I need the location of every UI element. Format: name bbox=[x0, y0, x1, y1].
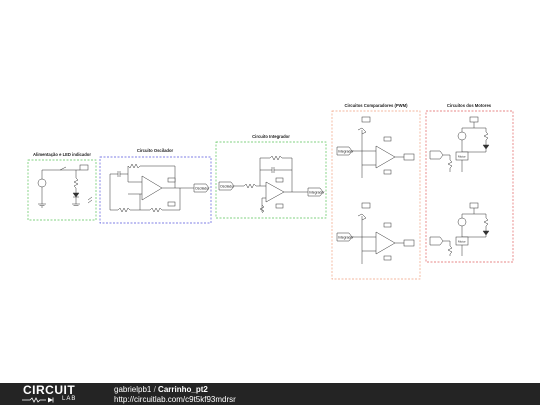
resistor-icon bbox=[483, 214, 489, 231]
motor-2-icon bbox=[457, 217, 467, 227]
section-power-border bbox=[27, 159, 97, 221]
resistor-feedback-icon bbox=[127, 163, 141, 169]
section-motors-title: Circuitos dos Motores bbox=[447, 103, 492, 108]
byline-separator: / bbox=[151, 385, 159, 394]
pwm-in-tag-2 bbox=[429, 236, 444, 246]
integrator-circuit bbox=[218, 155, 324, 214]
opamp-comparator-1 bbox=[375, 145, 396, 169]
resistor-icon bbox=[483, 128, 489, 145]
oscilador-in-label: Oscilador bbox=[220, 185, 235, 189]
battery-source-icon bbox=[37, 178, 47, 188]
project-name[interactable]: Carrinho_pt2 bbox=[158, 385, 208, 394]
potentiometer-icon-2 bbox=[357, 213, 367, 221]
section-oscillator-title: Circuito Oscilador bbox=[137, 148, 174, 153]
output-port-1 bbox=[403, 153, 415, 161]
pwm-in-tag-1 bbox=[429, 150, 444, 160]
circuitlab-logo-sub: LAB bbox=[62, 396, 77, 402]
resistor-icon bbox=[117, 207, 131, 213]
led-motor-2-icon bbox=[482, 230, 490, 236]
comparator-top bbox=[336, 116, 415, 178]
motor-top bbox=[429, 116, 490, 172]
byline: gabrielpb1 / Carrinho_pt2 bbox=[114, 385, 208, 394]
resistor-icon bbox=[243, 183, 257, 189]
opamp-oscillator bbox=[141, 175, 163, 201]
motor-label-2: Motor bbox=[458, 240, 466, 244]
section-power-title: Alimentação e LED indicador bbox=[33, 152, 91, 157]
section-comparators-title: Circuitos Comparadores (PWM) bbox=[344, 103, 408, 108]
vcc-port-motor1 bbox=[469, 116, 479, 123]
oscilador-in-tag bbox=[218, 181, 235, 191]
vcc-port-osc bbox=[167, 177, 176, 183]
section-integrator: Circuito Integrador bbox=[215, 134, 327, 219]
switch-icon bbox=[59, 166, 67, 171]
vcc-port-power bbox=[79, 164, 89, 171]
section-integrator-border bbox=[215, 141, 327, 219]
section-power: Alimentação e LED indicador bbox=[27, 152, 97, 221]
opamp-integrator bbox=[265, 181, 285, 203]
section-oscillator-border bbox=[99, 156, 212, 224]
section-comparators: Circuitos Comparadores (PWM) bbox=[331, 103, 421, 280]
integrador-out-label: Integrador bbox=[309, 191, 325, 195]
motor-bottom bbox=[429, 202, 490, 256]
section-comparators-border bbox=[331, 110, 421, 280]
schematic-canvas: Alimentação e LED indicador Circuito Osc… bbox=[27, 103, 514, 280]
potentiometer-icon-1 bbox=[357, 127, 367, 135]
section-integrator-title: Circuito Integrador bbox=[252, 134, 290, 139]
oscilador-out-label: Oscilador bbox=[195, 187, 210, 191]
motor-label-1: Motor bbox=[458, 155, 466, 159]
resistor-icon bbox=[73, 177, 79, 189]
motor-1-icon bbox=[457, 131, 467, 141]
vcc-port-comp2 bbox=[361, 202, 371, 209]
oscilador-out-tag bbox=[193, 183, 210, 193]
section-motors-border bbox=[425, 110, 514, 263]
section-oscillator: Circuito Oscilador bbox=[99, 148, 212, 224]
integrador-in-label-2: Integrador bbox=[338, 236, 354, 240]
circuit-trace-icon bbox=[22, 397, 54, 403]
power-circuit bbox=[37, 164, 93, 208]
led-motor-1-icon bbox=[482, 144, 490, 150]
integrador-in-tag-1 bbox=[336, 146, 353, 156]
circuitlab-logo: CIRCUIT bbox=[23, 383, 76, 397]
output-port-2 bbox=[403, 239, 415, 247]
integrador-in-tag-2 bbox=[336, 232, 353, 242]
integrador-in-label-1: Integrador bbox=[338, 150, 354, 154]
integrador-out-tag bbox=[307, 187, 324, 197]
vcc-port-motor2 bbox=[469, 202, 479, 209]
opamp-comparator-2 bbox=[375, 231, 396, 255]
footer-bar: CIRCUIT LAB gabrielpb1 / Carrinho_pt2 ht… bbox=[0, 383, 540, 405]
author-link[interactable]: gabrielpb1 bbox=[114, 385, 152, 394]
led-icon bbox=[72, 192, 80, 198]
comparator-bottom bbox=[336, 202, 415, 264]
vcc-port-int bbox=[275, 177, 284, 183]
project-url[interactable]: http://circuitlab.com/c9t5kf93mdrsr bbox=[114, 395, 236, 404]
vcc-port-comp1 bbox=[361, 116, 371, 123]
oscillator-circuit bbox=[109, 163, 210, 213]
section-motors: Circuitos dos Motores bbox=[425, 103, 514, 263]
